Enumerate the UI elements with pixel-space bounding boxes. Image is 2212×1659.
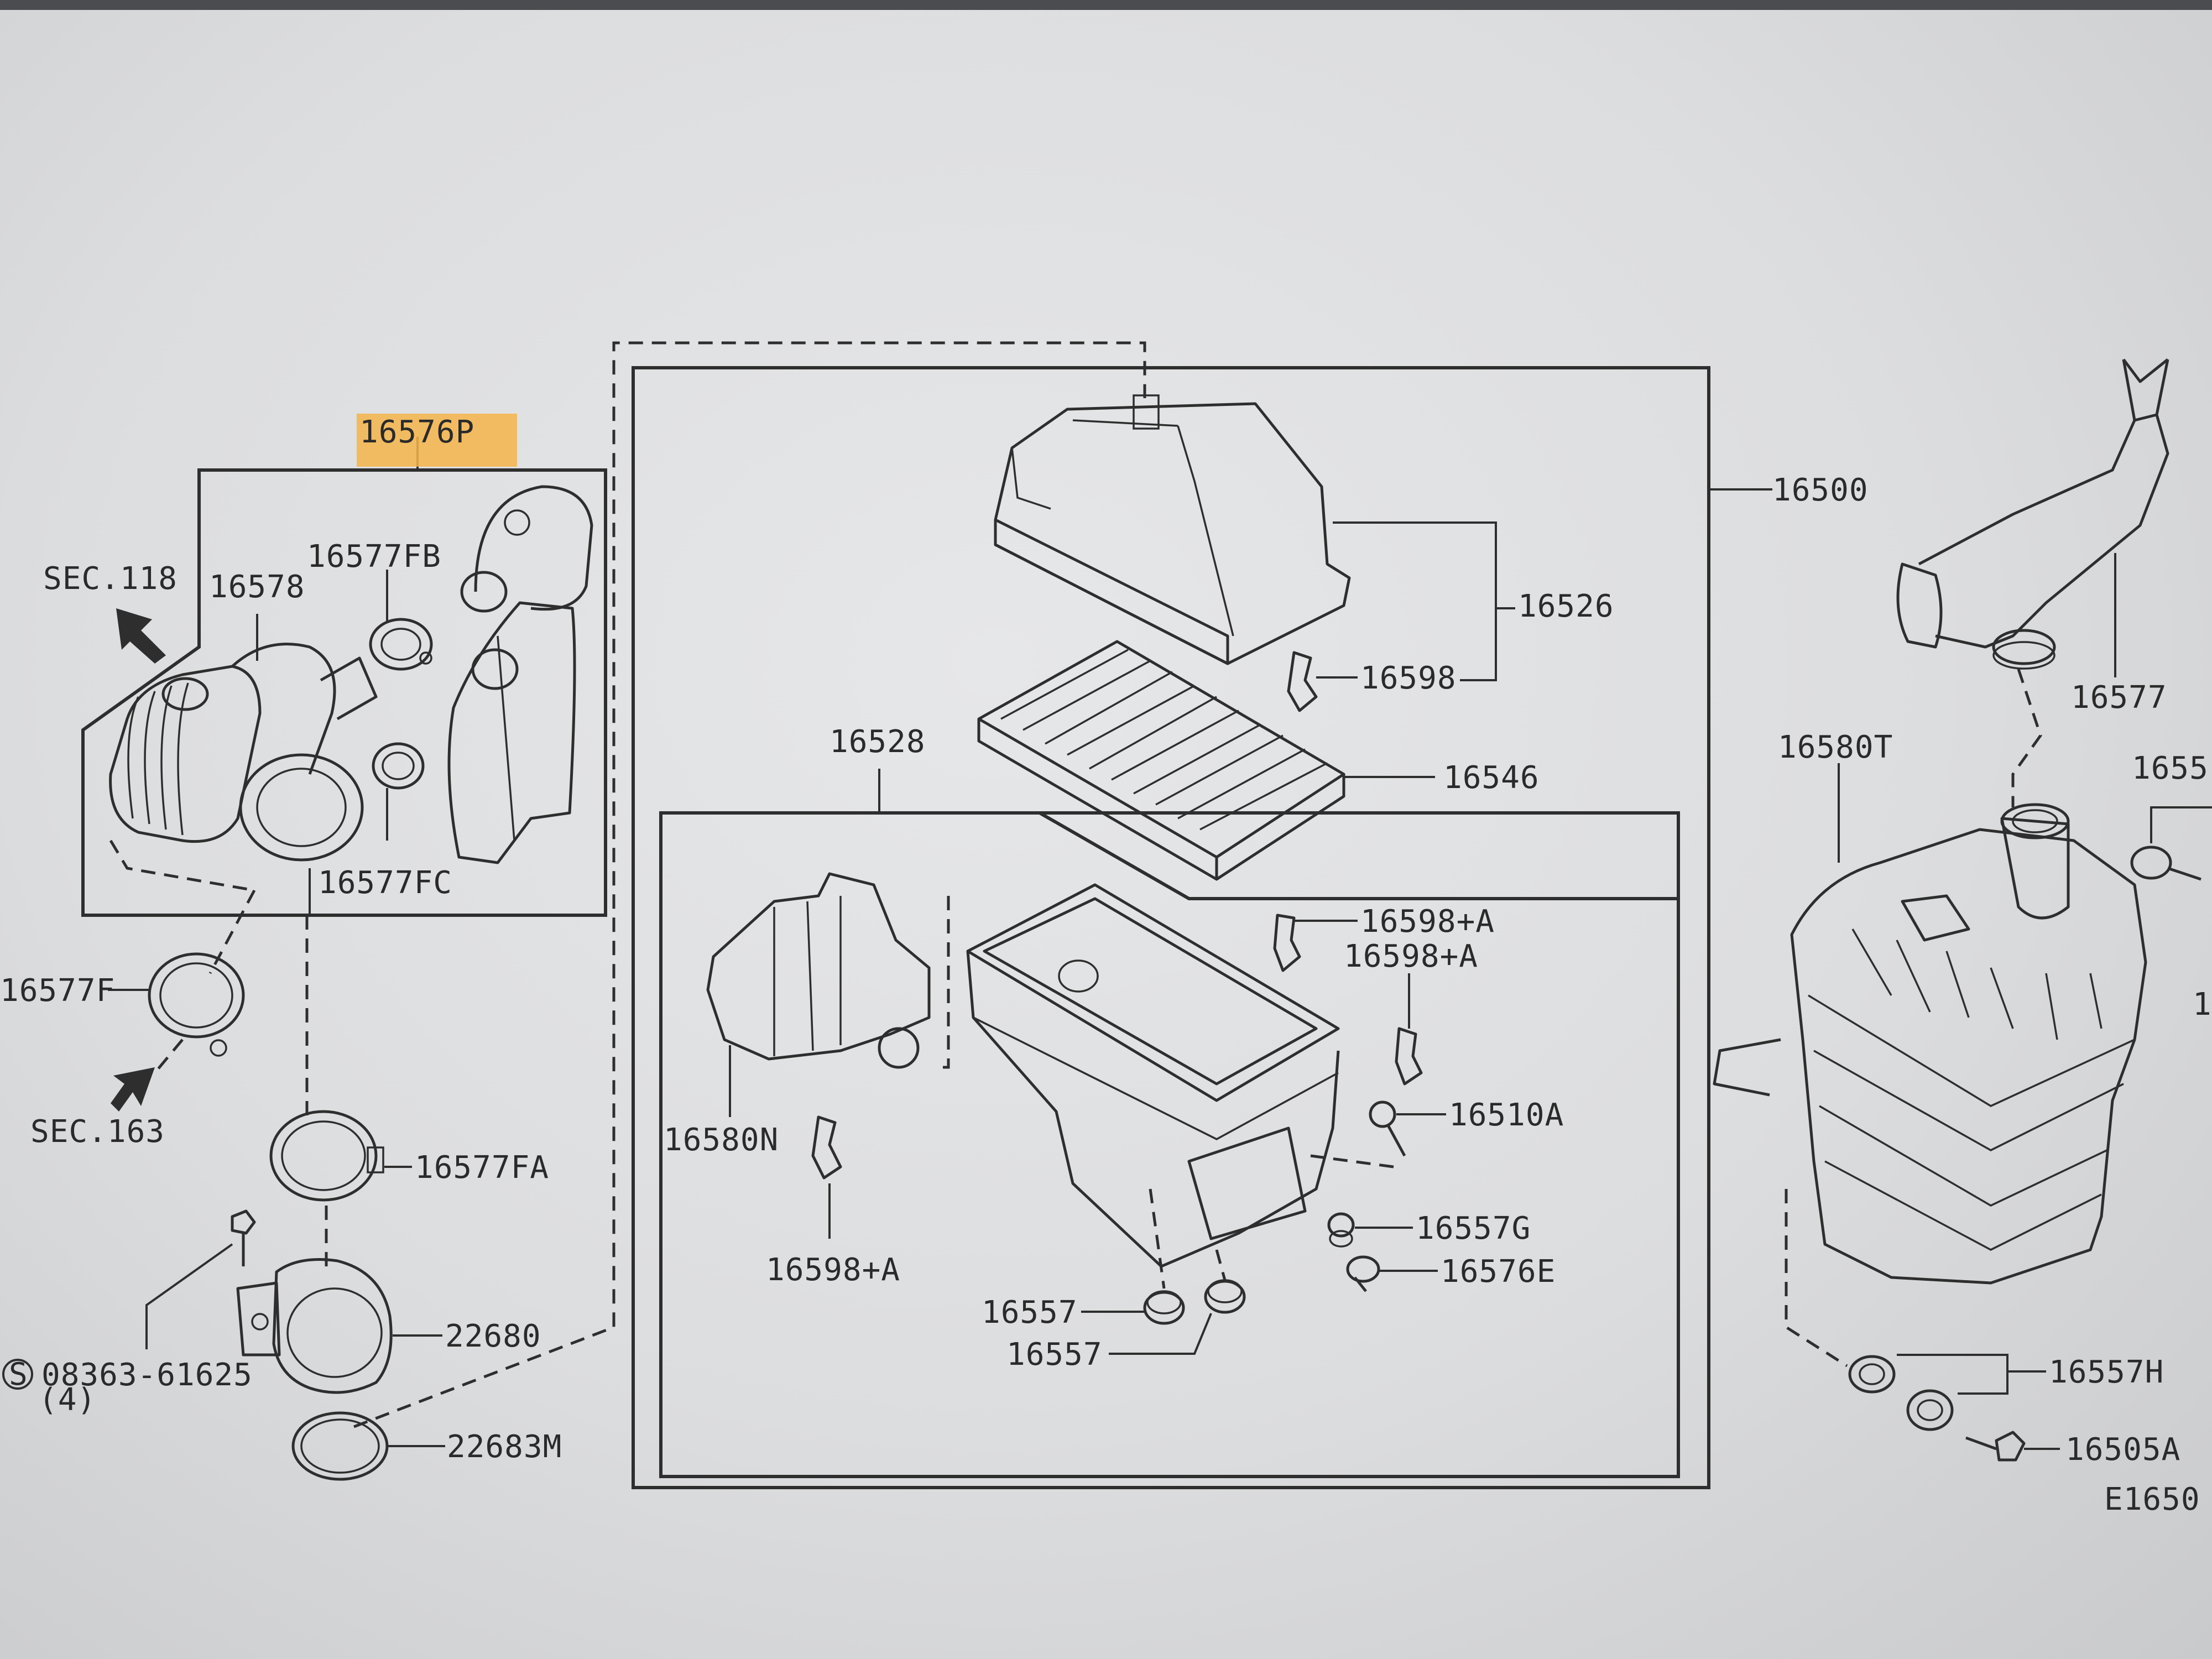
bolt-08363-61625 — [231, 1209, 256, 1266]
label-16528: 16528 — [830, 724, 926, 760]
label-1-partial: 1 — [2193, 987, 2212, 1022]
resonator-16580N — [706, 872, 931, 1069]
intake-duct-group — [2, 341, 1146, 1481]
bolt-16576E — [1346, 1255, 1380, 1292]
clamp-16577FC — [372, 742, 425, 790]
throttle-body-22680 — [236, 1258, 393, 1394]
label-16546: 16546 — [1443, 760, 1540, 796]
label-16580N: 16580N — [664, 1122, 779, 1158]
label-16598A-1: 16598+A — [1360, 904, 1495, 940]
upper-cover-16526 — [994, 394, 1351, 665]
label-16577FB: 16577FB — [307, 539, 441, 575]
label-qty4: (4) — [39, 1382, 96, 1418]
label-16505A: 16505A — [2065, 1432, 2180, 1468]
clip-16598A-2 — [1395, 1027, 1423, 1086]
label-16576E: 16576E — [1441, 1254, 1556, 1290]
clamp-16577F — [148, 952, 245, 1057]
label-16510A: 16510A — [1449, 1097, 1564, 1133]
label-16598A-3: 16598+A — [766, 1252, 900, 1288]
arrow-sec163 — [111, 1067, 155, 1112]
resonator-16580T — [1713, 803, 2147, 1285]
highlight-16576P — [357, 414, 517, 467]
label-08363-61625: 08363-61625 — [41, 1357, 253, 1393]
label-1655-partial: 1655 — [2132, 750, 2209, 786]
bolt-16505A — [1965, 1431, 2026, 1462]
rubber-foot-16557-1 — [1143, 1290, 1185, 1325]
label-bolt-symbol: S — [9, 1357, 28, 1392]
label-22683M: 22683M — [447, 1429, 562, 1465]
inlet-duct-16577 — [1896, 358, 2169, 670]
label-16577FC: 16577FC — [318, 865, 452, 901]
bushing-16557H-1 — [1848, 1355, 1896, 1394]
label-16598: 16598 — [1360, 660, 1457, 696]
part-labels: 16576P 16500 16526 16598 16546 16528 165… — [0, 414, 2212, 1517]
screw-16510A — [1369, 1100, 1406, 1157]
resonator-hose-16578 — [109, 643, 378, 862]
lower-case-16528 — [966, 883, 1340, 1268]
air-duct-elbow — [447, 485, 593, 864]
label-16526: 16526 — [1518, 588, 1614, 624]
bushing-16557H-2 — [1906, 1389, 1954, 1431]
label-16577F: 16577F — [0, 973, 115, 1009]
label-22680: 22680 — [445, 1318, 541, 1354]
label-sec118: SEC.118 — [43, 561, 178, 597]
rubber-foot-16557-2 — [1204, 1279, 1246, 1314]
screen-top-bar — [0, 0, 2212, 10]
filter-element-16546 — [977, 640, 1345, 881]
label-16557H: 16557H — [2049, 1354, 2164, 1390]
clip-16598A-3 — [811, 1115, 842, 1180]
label-16557-2: 16557 — [1006, 1337, 1103, 1373]
frame-16528 — [659, 811, 1680, 1478]
frame-16500 — [632, 366, 1710, 1489]
label-16576P: 16576P — [359, 414, 474, 450]
label-E1650: E1650 — [2104, 1481, 2200, 1517]
arrow-sec118 — [116, 608, 166, 664]
frame-16576P — [81, 468, 607, 917]
gasket-22683M — [291, 1411, 389, 1481]
label-16578: 16578 — [209, 569, 305, 605]
partial-bolt-right — [2130, 846, 2201, 881]
label-16557-1: 16557 — [982, 1295, 1078, 1331]
label-16577: 16577 — [2071, 680, 2167, 716]
grommet-16557G — [1327, 1212, 1355, 1248]
clip-16598 — [1287, 651, 1318, 712]
label-16500: 16500 — [1772, 472, 1869, 508]
label-sec163: SEC.163 — [30, 1114, 165, 1150]
clamp-16577FA — [269, 1110, 384, 1202]
clip-16598A-1 — [1273, 914, 1301, 972]
bolt-symbol-circle — [2, 1359, 33, 1390]
air-cleaner-group — [632, 366, 1772, 1489]
label-16598A-2: 16598+A — [1344, 938, 1478, 974]
label-16577FA: 16577FA — [415, 1150, 549, 1186]
right-inlet-group — [1713, 358, 2212, 1462]
label-16580T: 16580T — [1778, 729, 1893, 765]
label-16557G: 16557G — [1416, 1211, 1531, 1246]
clamp-16577FB — [369, 618, 433, 671]
